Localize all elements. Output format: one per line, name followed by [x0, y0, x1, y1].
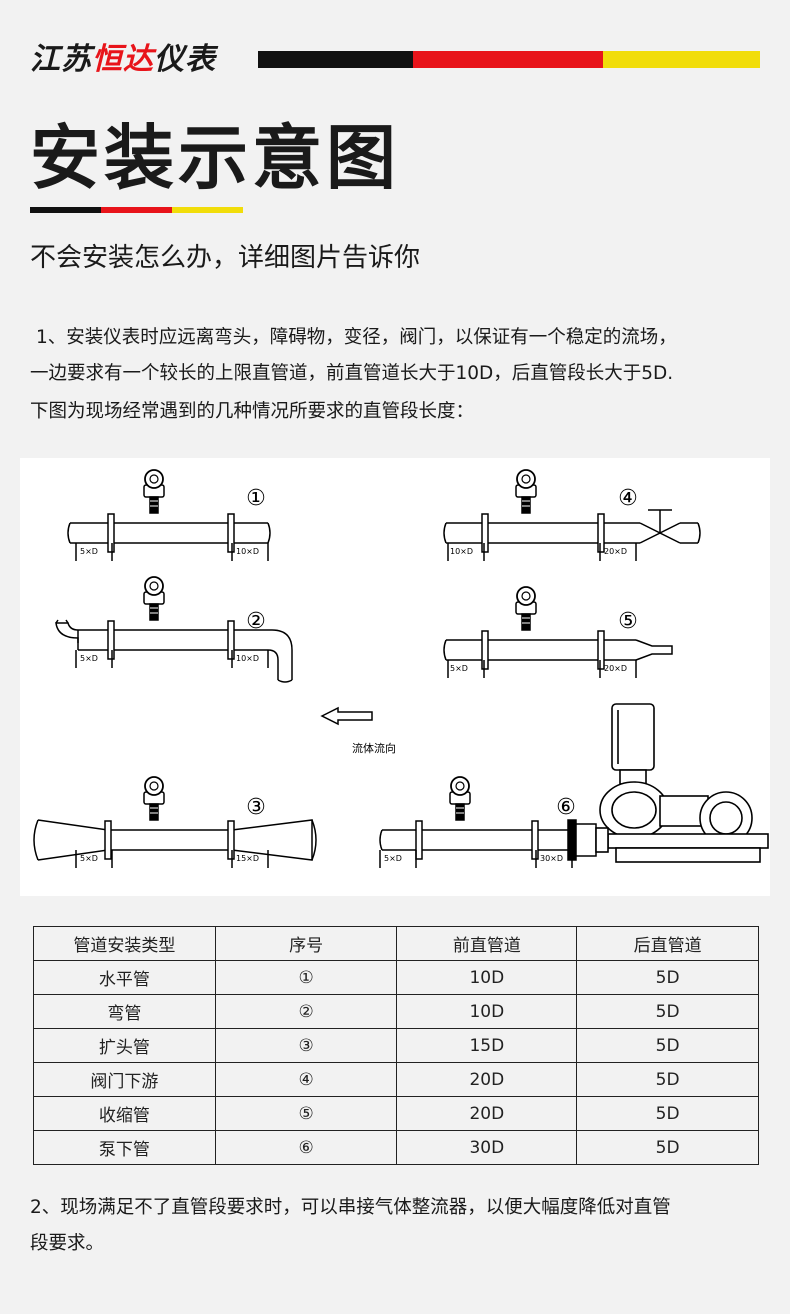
- panel-3-back-label: 15×D: [236, 854, 259, 863]
- header-back-pipe: 后直管道: [576, 926, 759, 961]
- diagram-panel-3: [33, 776, 317, 868]
- cell-number: ②: [214, 994, 398, 1029]
- panel-2-front-label: 5×D: [80, 654, 98, 663]
- diagram-canvas: ① 5×D 10×D ② 5×D 10×D 流体流向: [33, 469, 769, 868]
- flow-arrow: [320, 706, 373, 726]
- brand-logo: 江苏恒达仪表: [30, 34, 216, 78]
- cell-number: ⑥: [214, 1130, 398, 1165]
- flow-direction-label: 流体流向: [352, 741, 396, 755]
- table-row: 阀门下游 ④ 20D 5D: [33, 1062, 759, 1097]
- title-bar-red: [101, 207, 172, 213]
- table-row: 弯管 ② 10D 5D: [33, 994, 759, 1029]
- cell-front: 15D: [396, 1028, 578, 1063]
- panel-1-number: ①: [246, 486, 266, 511]
- title-bar-black: [30, 207, 101, 213]
- table-row: 水平管 ① 10D 5D: [33, 960, 759, 995]
- page-subtitle: 不会安装怎么办，详细图片告诉你: [30, 243, 421, 273]
- panel-6-number: ⑥: [556, 795, 576, 820]
- cell-front: 20D: [396, 1062, 578, 1097]
- cell-front: 20D: [396, 1096, 578, 1131]
- cell-front: 30D: [396, 1130, 578, 1165]
- cell-number: ③: [214, 1028, 398, 1063]
- diagram-panel-2: [55, 576, 293, 683]
- panel-4-number: ④: [618, 486, 638, 511]
- panel-5-back-label: 20×D: [604, 664, 627, 673]
- panel-6-back-label: 30×D: [540, 854, 563, 863]
- brand-color-bars: [258, 51, 760, 68]
- intro-line-2: 一边要求有一个较长的上限直管道，前直管道长大于10D，后直管段长大于5D.: [30, 363, 674, 384]
- panel-5-number: ⑤: [618, 609, 638, 634]
- cell-back: 5D: [576, 1096, 759, 1131]
- cell-back: 5D: [576, 994, 759, 1029]
- cell-type: 阀门下游: [33, 1062, 216, 1097]
- brand-text-plain: 江苏: [30, 42, 92, 77]
- pipe-requirement-table: 管道安装类型 序号 前直管道 后直管道 水平管 ① 10D 5D 弯管 ② 10…: [33, 926, 759, 1165]
- header-front-pipe: 前直管道: [396, 926, 578, 961]
- title-bar-yellow: [172, 207, 243, 213]
- panel-6-front-label: 5×D: [384, 854, 402, 863]
- cell-type: 收缩管: [33, 1096, 216, 1131]
- table-row: 泵下管 ⑥ 30D 5D: [33, 1130, 759, 1165]
- brand-bar-yellow: [603, 51, 760, 68]
- intro-line-1: 1、安装仪表时应远离弯头，障碍物，变径，阀门，以保证有一个稳定的流场，: [36, 327, 677, 348]
- cell-type: 泵下管: [33, 1130, 216, 1165]
- diagram-panel-1: [67, 469, 271, 561]
- panel-3-front-label: 5×D: [80, 854, 98, 863]
- note-line-1: 2、现场满足不了直管段要求时，可以串接气体整流器，以便大幅度降低对直管: [30, 1197, 671, 1218]
- intro-line-3: 下图为现场经常遇到的几种情况所要求的直管段长度：: [30, 401, 475, 422]
- installation-diagram: ① 5×D 10×D ② 5×D 10×D 流体流向: [20, 458, 770, 896]
- diagram-panel-6: [379, 776, 597, 868]
- cell-type: 弯管: [33, 994, 216, 1029]
- header-number: 序号: [214, 926, 398, 961]
- diagram-panel-4: [443, 469, 701, 561]
- table-row: 收缩管 ⑤ 20D 5D: [33, 1096, 759, 1131]
- cell-front: 10D: [396, 960, 578, 995]
- cell-number: ①: [214, 960, 398, 995]
- cell-back: 5D: [576, 960, 759, 995]
- panel-3-number: ③: [246, 795, 266, 820]
- table-header-row: 管道安装类型 序号 前直管道 后直管道: [33, 926, 759, 961]
- note-line-2: 段要求。: [30, 1233, 105, 1254]
- brand-bar-red: [413, 51, 603, 68]
- pump-illustration: [595, 703, 769, 863]
- brand-header: 江苏恒达仪表: [30, 34, 760, 78]
- title-underline: [30, 207, 243, 213]
- cell-number: ⑤: [214, 1096, 398, 1131]
- panel-1-front-label: 5×D: [80, 547, 98, 556]
- panel-2-back-label: 10×D: [236, 654, 259, 663]
- panel-5-front-label: 5×D: [450, 664, 468, 673]
- panel-1-back-label: 10×D: [236, 547, 259, 556]
- diagram-panel-5: [443, 586, 673, 678]
- brand-text-tail: 仪表: [154, 42, 216, 77]
- cell-number: ④: [214, 1062, 398, 1097]
- page-title: 安装示意图: [30, 117, 400, 199]
- brand-bar-black: [258, 51, 413, 68]
- panel-2-number: ②: [246, 609, 266, 634]
- cell-back: 5D: [576, 1062, 759, 1097]
- cell-type: 扩头管: [33, 1028, 216, 1063]
- header-install-type: 管道安装类型: [33, 926, 216, 961]
- cell-front: 10D: [396, 994, 578, 1029]
- panel-4-back-label: 20×D: [604, 547, 627, 556]
- cell-back: 5D: [576, 1130, 759, 1165]
- brand-text-accent: 恒达: [92, 42, 154, 77]
- cell-type: 水平管: [33, 960, 216, 995]
- cell-back: 5D: [576, 1028, 759, 1063]
- panel-4-front-label: 10×D: [450, 547, 473, 556]
- table-row: 扩头管 ③ 15D 5D: [33, 1028, 759, 1063]
